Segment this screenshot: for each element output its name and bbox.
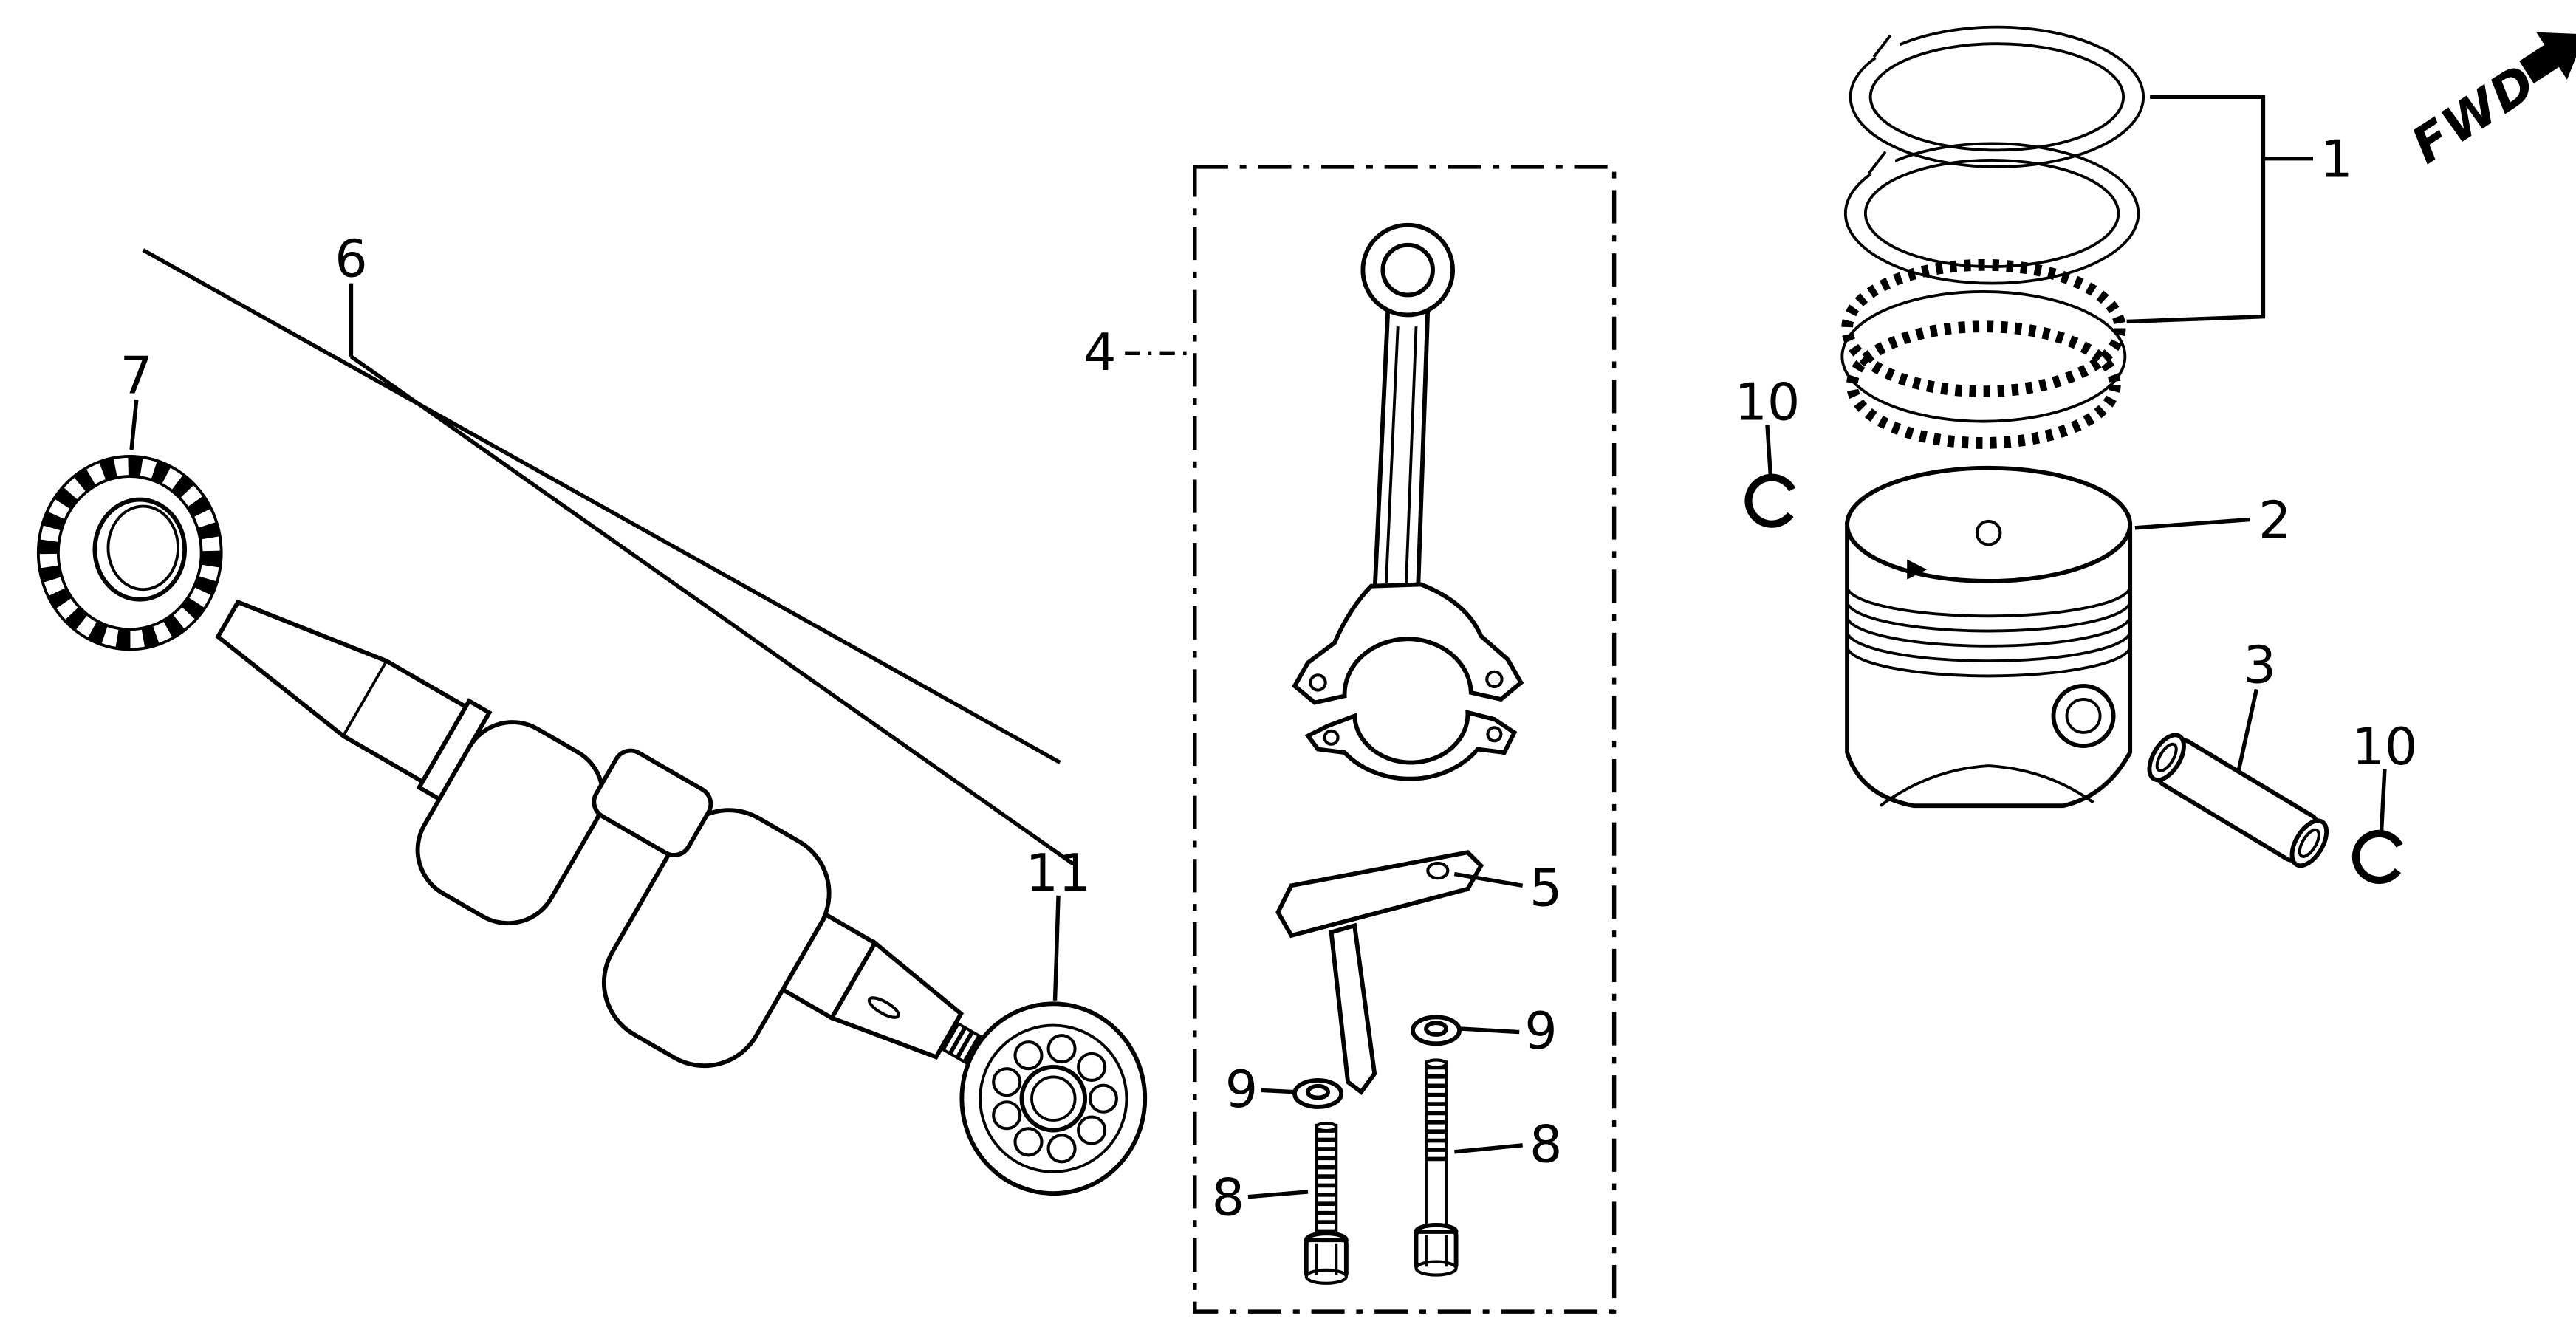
callout-oil-dipper: 5: [1530, 858, 1562, 918]
washer-left-drawing: [1292, 1078, 1344, 1109]
callout-pin-clip-left: 10: [1734, 372, 1800, 432]
piston-rings-drawing: [1840, 25, 2313, 449]
callout-crankshaft: 6: [335, 230, 367, 289]
crankshaft-drawing: [215, 599, 1008, 1076]
fwd-arrow-icon: [2519, 32, 2576, 84]
rod-bolt-right-drawing: [1414, 1058, 1459, 1277]
callout-pin-clip-right: 10: [2351, 717, 2417, 777]
pin-clip-left-drawing: [1744, 424, 1796, 528]
leader-lines-labels: [1247, 517, 2259, 1199]
callout-rod-bolt-left: 8: [1212, 1167, 1244, 1227]
callout-connecting-rod: 4: [1083, 323, 1116, 383]
callout-rod-bolt-right: 8: [1530, 1114, 1562, 1174]
oil-dipper-drawing: [1275, 850, 1484, 1095]
callout-washer-right: 9: [1524, 1001, 1557, 1061]
fwd-indicator: FWD: [2401, 32, 2576, 175]
washer-right-drawing: [1411, 1015, 1462, 1046]
connecting-rod-drawing: [1292, 222, 1524, 781]
callout-labels: 1 2 3 4 5 6 7 8 8 9 9 10 10 11: [120, 129, 2418, 1227]
callout-washer-left: 9: [1225, 1060, 1258, 1119]
pin-clip-right-drawing: [2351, 769, 2403, 884]
timing-gear-drawing: [36, 455, 223, 651]
piston-pin-drawing: [2147, 733, 2329, 868]
connecting-rod-group-box: [1125, 165, 1617, 1314]
ball-bearing-drawing: [959, 1001, 1148, 1196]
callout-ball-bearing: 11: [1026, 843, 1092, 903]
rod-bolt-left-drawing: [1304, 1122, 1349, 1285]
leader-lines-crankshaft: [129, 248, 1075, 1001]
fwd-label: FWD: [2401, 52, 2546, 175]
callout-piston-pin: 3: [2244, 635, 2276, 695]
callout-piston-ring-set: 1: [2320, 129, 2352, 189]
callout-piston: 2: [2258, 490, 2291, 550]
callout-timing-gear: 7: [120, 346, 153, 405]
piston-drawing: [1845, 465, 2133, 809]
